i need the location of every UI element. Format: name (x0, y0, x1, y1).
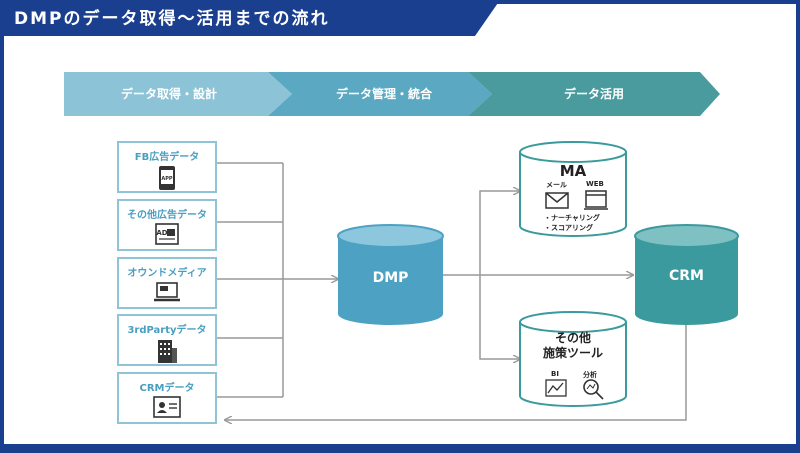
source-owned-media: オウンドメディア (117, 257, 217, 309)
source-fb-ads: FB広告データ APP (117, 141, 217, 193)
web-browser-icon (584, 190, 608, 210)
phase-chevron-3 (468, 72, 720, 116)
source-crm-data: CRMデータ (117, 372, 217, 424)
phase-label-3: データ活用 (563, 87, 624, 101)
smartphone-app-icon: APP (159, 166, 175, 190)
source-label: 3rdPartyデータ (127, 325, 207, 336)
dmp-label: DMP (372, 270, 409, 286)
laptop-icon (154, 282, 180, 302)
source-3rd-party: 3rdPartyデータ (117, 314, 217, 366)
crm-cylinder (634, 224, 739, 325)
other-tools-label-line2: 施策ツール (542, 346, 603, 360)
building-icon (158, 340, 177, 363)
other-tools-label-line1: その他 (554, 331, 591, 345)
source-label: CRMデータ (139, 383, 195, 394)
analysis-label: 分析 (583, 371, 597, 379)
ad-document-icon: AD (155, 223, 179, 245)
ma-bullet-scoring: ・スコアリング (544, 224, 593, 232)
bi-label: BI (551, 370, 559, 378)
source-other-ads: その他広告データ AD (117, 199, 217, 251)
output-connectors (225, 191, 687, 420)
phase-label-1: データ取得・設計 (120, 87, 217, 101)
magnifier-chart-icon (583, 379, 604, 400)
mail-icon (545, 192, 569, 209)
phase-chevron-1 (64, 72, 292, 116)
source-connectors (217, 162, 338, 398)
dmp-cylinder (337, 224, 444, 325)
ma-bullet-nurturing: ・ナーチャリング (544, 214, 600, 222)
svg-text:APP: APP (161, 176, 173, 182)
svg-text:AD: AD (156, 229, 167, 237)
id-card-icon (153, 396, 181, 418)
phase-label-2: データ管理・統合 (335, 87, 432, 101)
source-label: オウンドメディア (127, 268, 207, 279)
title-bar (0, 0, 500, 36)
source-label: FB広告データ (134, 152, 200, 163)
bi-chart-icon (545, 379, 567, 397)
page-title: DMPのデータ取得〜活用までの流れ (14, 9, 330, 29)
phase-chevron-2 (268, 72, 492, 116)
web-label: WEB (586, 180, 604, 188)
source-label: その他広告データ (127, 210, 207, 221)
mail-label: メール (546, 181, 567, 189)
ma-cylinder (519, 141, 627, 237)
crm-label: CRM (669, 268, 704, 284)
ma-label: MA (559, 162, 587, 180)
